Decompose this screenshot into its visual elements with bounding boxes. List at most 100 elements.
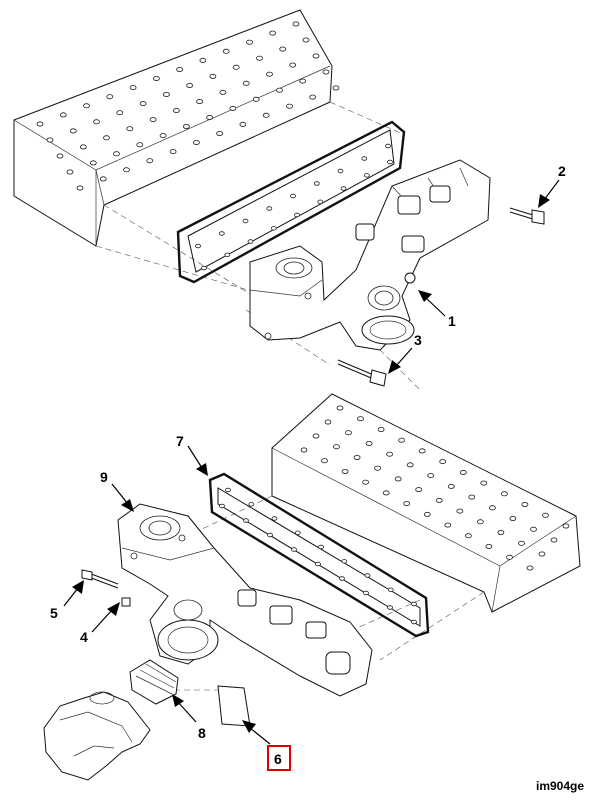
- hole: [196, 99, 204, 105]
- hole: [129, 85, 137, 91]
- hole: [146, 158, 154, 164]
- hole: [66, 169, 74, 175]
- hole: [229, 105, 237, 111]
- hole: [291, 547, 297, 552]
- hole: [36, 121, 44, 127]
- hole: [365, 440, 373, 446]
- hole: [270, 226, 277, 231]
- hole: [123, 167, 130, 173]
- hole: [172, 108, 180, 114]
- callout-5[interactable]: 5: [50, 605, 58, 621]
- hole: [59, 112, 67, 118]
- hole: [322, 69, 330, 75]
- hole: [521, 501, 529, 507]
- hole: [224, 252, 231, 257]
- hole: [387, 587, 394, 592]
- hole: [300, 447, 308, 453]
- hole: [89, 160, 97, 166]
- hole: [339, 576, 345, 581]
- hole: [509, 516, 517, 522]
- figure-id-label: im904ge: [536, 779, 584, 793]
- hole: [386, 451, 394, 457]
- hole: [302, 37, 310, 43]
- hole: [69, 128, 77, 134]
- hole: [99, 176, 107, 182]
- hole: [435, 497, 443, 503]
- hole: [423, 511, 431, 517]
- hole: [317, 199, 324, 204]
- hole: [290, 193, 296, 199]
- callout-9[interactable]: 9: [100, 469, 108, 485]
- callout-2[interactable]: 2: [558, 163, 566, 179]
- hole: [219, 503, 225, 509]
- cylinder-head-top: [13, 9, 340, 247]
- intake-manifold-top: [249, 159, 491, 351]
- hole: [312, 53, 320, 59]
- hole: [480, 480, 488, 486]
- hole: [345, 430, 352, 436]
- stud-5: [81, 569, 119, 589]
- hole: [332, 85, 340, 91]
- hole: [93, 119, 100, 125]
- hole: [476, 519, 484, 525]
- hole: [286, 103, 293, 109]
- hole: [256, 55, 263, 61]
- hole: [333, 444, 340, 450]
- hole: [387, 605, 393, 610]
- hole: [269, 30, 277, 36]
- callout-8[interactable]: 8: [198, 725, 206, 741]
- hole: [468, 494, 476, 500]
- hole: [362, 479, 370, 485]
- hole: [46, 137, 54, 143]
- hole: [415, 487, 423, 493]
- hole: [192, 139, 200, 145]
- intake-manifold-bottom: [117, 503, 373, 697]
- gasket-bottom: [208, 472, 430, 638]
- hole: [216, 130, 224, 136]
- gasket-6: [217, 685, 251, 727]
- hole: [337, 168, 344, 174]
- hole: [518, 540, 525, 546]
- hole: [103, 135, 110, 141]
- hole: [195, 243, 201, 249]
- cylinder-head-bottom: [271, 393, 581, 613]
- hole: [206, 115, 214, 121]
- hole: [403, 501, 411, 507]
- hole: [550, 537, 558, 543]
- callout-4[interactable]: 4: [80, 629, 88, 645]
- hole: [361, 156, 368, 161]
- hole: [363, 590, 369, 596]
- hole: [538, 551, 546, 557]
- hole: [116, 110, 124, 116]
- hole: [246, 39, 253, 45]
- callout-3[interactable]: 3: [414, 332, 422, 348]
- callout-1[interactable]: 1: [448, 313, 456, 329]
- hole: [377, 426, 385, 432]
- hole: [126, 126, 134, 132]
- hole: [169, 149, 177, 155]
- hole: [406, 462, 414, 468]
- hole: [242, 218, 249, 224]
- hole: [341, 559, 348, 564]
- hole: [341, 468, 349, 474]
- hole: [271, 516, 278, 521]
- bolt-2: [509, 207, 545, 225]
- hole: [242, 80, 250, 86]
- callout-6-highlight-box: [267, 745, 291, 771]
- hole: [152, 76, 160, 82]
- elbow-tube: [43, 691, 151, 781]
- hole: [485, 544, 493, 550]
- hole: [456, 508, 464, 514]
- hole: [340, 186, 347, 191]
- hole: [266, 206, 273, 211]
- hole: [526, 565, 534, 571]
- hole: [447, 483, 455, 489]
- hole: [318, 544, 324, 550]
- callout-6[interactable]: 6: [274, 751, 282, 767]
- hole: [497, 530, 505, 536]
- hole: [427, 473, 435, 479]
- hole: [321, 458, 328, 464]
- hole: [312, 433, 320, 439]
- callout-7[interactable]: 7: [176, 433, 184, 449]
